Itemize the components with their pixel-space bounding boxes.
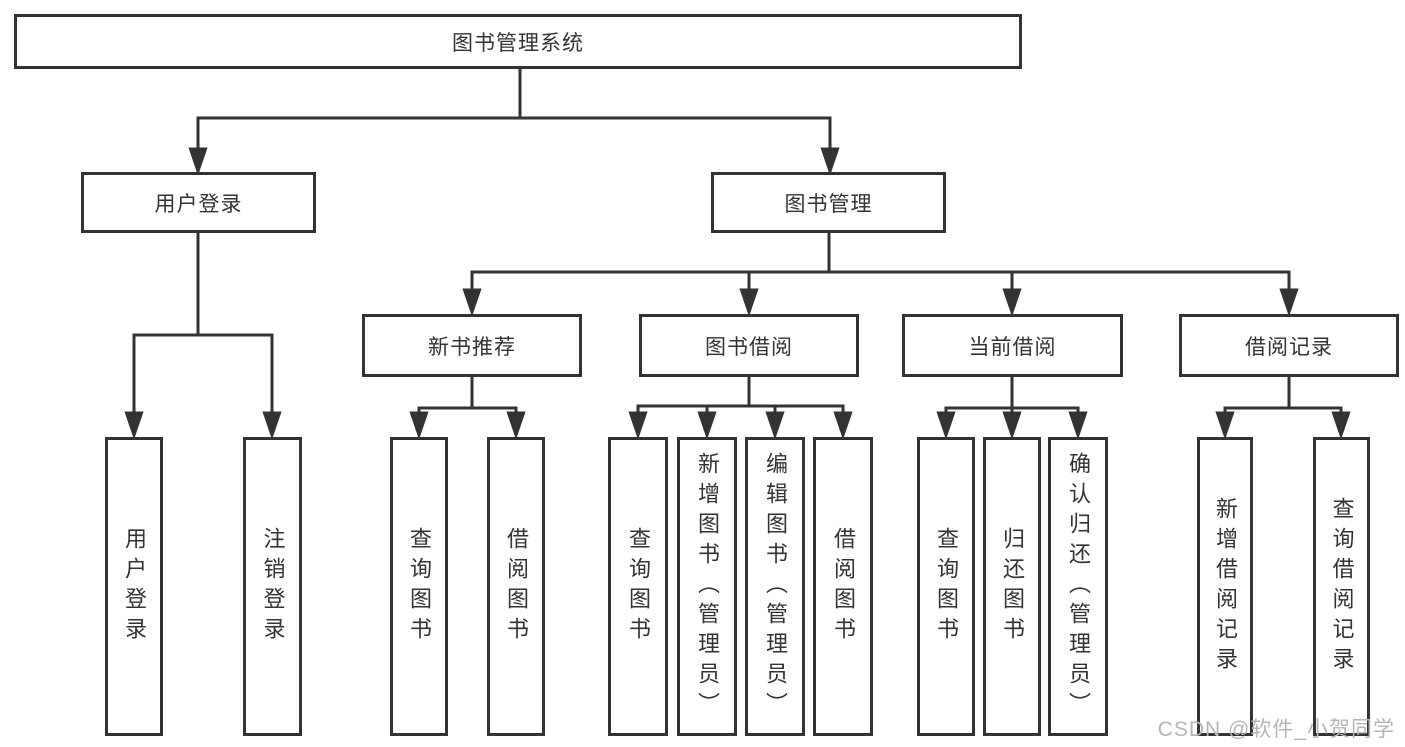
node-user-login: 用户登录	[81, 172, 316, 233]
leaf-return-books: 归还图书	[983, 437, 1041, 736]
leaf-current-query-books: 查询图书	[917, 437, 975, 736]
node-borrow-records: 借阅记录	[1179, 314, 1399, 377]
leaf-borrow-books-label: 借阅图书	[831, 526, 856, 647]
connector-book-mgmt-to-level3	[462, 233, 1299, 317]
leaf-recommend-borrow-books: 借阅图书	[487, 437, 545, 736]
leaf-logout-label: 注销登录	[260, 526, 286, 647]
leaf-borrow-query-books-label: 查询图书	[626, 526, 651, 647]
connector-book-borrow-to-children	[628, 377, 853, 440]
leaf-add-borrow-record-label: 新增借阅记录	[1213, 496, 1238, 677]
leaf-logout: 注销登录	[243, 437, 302, 736]
node-new-book-recommend: 新书推荐	[362, 314, 582, 377]
connector-borrow-records-to-children	[1215, 377, 1351, 440]
node-book-borrow: 图书借阅	[639, 314, 859, 377]
leaf-recommend-query-books-label: 查询图书	[407, 526, 432, 647]
connector-new-books-to-children	[409, 377, 526, 440]
leaf-edit-book-admin-label: 编辑图书（管理员）	[763, 451, 788, 722]
leaf-return-books-label: 归还图书	[1000, 526, 1025, 647]
csdn-watermark: CSDN @软件_小贺同学	[1157, 718, 1395, 741]
connector-current-borrow-to-children	[936, 377, 1088, 440]
leaf-user-login: 用户登录	[105, 437, 163, 736]
leaf-recommend-borrow-books-label: 借阅图书	[504, 526, 529, 647]
leaf-user-login-label: 用户登录	[122, 526, 147, 647]
leaf-confirm-return-admin: 确认归还（管理员）	[1048, 437, 1108, 736]
node-current-borrow: 当前借阅	[902, 314, 1123, 377]
leaf-add-book-admin: 新增图书（管理员）	[677, 437, 737, 736]
leaf-query-borrow-record-label: 查询借阅记录	[1329, 496, 1355, 677]
leaf-confirm-return-admin-label: 确认归还（管理员）	[1066, 451, 1091, 722]
leaf-borrow-books: 借阅图书	[813, 437, 873, 736]
leaf-edit-book-admin: 编辑图书（管理员）	[745, 437, 805, 736]
connector-user-login-to-children	[124, 233, 282, 440]
node-root: 图书管理系统	[14, 14, 1022, 69]
leaf-add-book-admin-label: 新增图书（管理员）	[695, 451, 720, 722]
leaf-borrow-query-books: 查询图书	[608, 437, 668, 736]
leaf-current-query-books-label: 查询图书	[934, 526, 959, 647]
node-book-management: 图书管理	[711, 172, 946, 233]
leaf-add-borrow-record: 新增借阅记录	[1197, 437, 1253, 736]
leaf-query-borrow-record: 查询借阅记录	[1313, 437, 1370, 736]
connector-root-to-level2	[188, 69, 840, 176]
leaf-recommend-query-books: 查询图书	[390, 437, 448, 736]
